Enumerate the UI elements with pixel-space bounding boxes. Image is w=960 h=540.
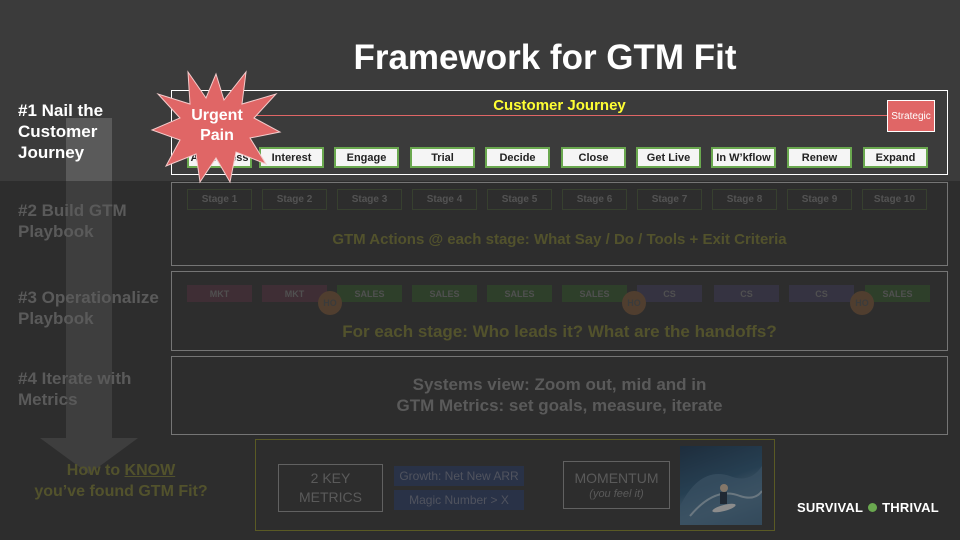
momentum-sublabel: (you feel it) <box>589 488 644 500</box>
role-box: SALES <box>337 285 402 302</box>
gtm-fit-line1: How to KNOW <box>10 460 232 481</box>
gtm-fit-prefix: How to <box>66 462 125 479</box>
role-box: SALES <box>487 285 552 302</box>
each-stage-question: For each stage: Who leads it? What are t… <box>342 322 777 341</box>
surfer-wave-image <box>680 446 762 525</box>
urgent-pain-starburst <box>150 70 282 184</box>
urgent-pain-line1: Urgent <box>191 107 243 124</box>
stage-number: Stage 10 <box>862 189 927 210</box>
journey-stage: Expand <box>863 147 928 168</box>
gtm-fit-question: How to KNOW you’ve found GTM Fit? <box>10 460 232 502</box>
row-label-3-line1: #3 Operationalize <box>18 288 159 307</box>
growth-metric: Growth: Net New ARR <box>394 466 524 486</box>
stage-number: Stage 8 <box>712 189 777 210</box>
urgent-pain-line2: Pain <box>200 127 234 144</box>
journey-stage: Close <box>561 147 626 168</box>
logo-dot-icon <box>868 503 878 512</box>
handoff-marker: HO <box>850 291 874 315</box>
row-label-2: #2 Build GTM Playbook <box>18 200 168 242</box>
role-box: CS <box>637 285 702 302</box>
gtm-fit-box <box>255 439 775 531</box>
row-label-4-line2: Metrics <box>18 390 78 409</box>
momentum-box: MOMENTUM (you feel it) <box>563 461 670 509</box>
handoff-marker: HO <box>318 291 342 315</box>
systems-view-line2: GTM Metrics: set goals, measure, iterate <box>396 396 723 415</box>
journey-stage: In W’kflow <box>711 147 776 168</box>
row-label-1-line2: Customer <box>18 122 98 141</box>
stage-number: Stage 1 <box>187 189 252 210</box>
key-metrics-line1: 2 KEY <box>310 470 351 486</box>
strategic-box: Strategic <box>887 100 935 132</box>
journey-stage: Renew <box>787 147 852 168</box>
stage-number: Stage 4 <box>412 189 477 210</box>
role-box: SALES <box>562 285 627 302</box>
operationalize-box <box>171 271 948 351</box>
row-label-1: #1 Nail the Customer Journey <box>18 100 178 163</box>
role-box: MKT <box>262 285 327 302</box>
progress-arrow-shaft <box>66 118 112 440</box>
role-box: CS <box>789 285 854 302</box>
magic-number-metric: Magic Number > X <box>394 490 524 510</box>
urgent-pain-label: Urgent Pain <box>176 106 258 146</box>
playbook-box <box>171 182 948 266</box>
stage-number: Stage 6 <box>562 189 627 210</box>
progress-arrow-head <box>40 438 138 474</box>
handoff-marker: HO <box>622 291 646 315</box>
logo-left-text: SURVIVAL <box>797 500 864 515</box>
urgent-to-strategic-line <box>255 115 887 116</box>
row-label-1-line3: Journey <box>18 143 85 162</box>
role-box: SALES <box>865 285 930 302</box>
stage-number: Stage 7 <box>637 189 702 210</box>
metrics-box <box>171 356 948 435</box>
row-label-1-line1: #1 Nail the <box>18 101 104 120</box>
row-label-4: #4 Iterate with Metrics <box>18 368 168 410</box>
slide-title: Framework for GTM Fit <box>353 38 737 77</box>
gtm-fit-know: KNOW <box>124 462 176 479</box>
row-label-4-line1: #4 Iterate with <box>18 369 132 388</box>
key-metrics-box: 2 KEY METRICS <box>278 464 383 512</box>
row-label-3: #3 Operationalize Playbook <box>18 287 170 329</box>
customer-journey-title: Customer Journey <box>493 97 626 114</box>
journey-stage: Decide <box>485 147 550 168</box>
systems-view-line1: Systems view: Zoom out, mid and in <box>412 375 707 394</box>
stage-number: Stage 9 <box>787 189 852 210</box>
stage-number: Stage 2 <box>262 189 327 210</box>
role-box: SALES <box>412 285 477 302</box>
momentum-label: MOMENTUM <box>574 470 659 486</box>
survival-thrival-logo: SURVIVAL THRIVAL <box>797 500 939 515</box>
journey-stage: Trial <box>410 147 475 168</box>
journey-stage: Interest <box>259 147 324 168</box>
row-label-3-line2: Playbook <box>18 309 94 328</box>
row-label-2-line2: Playbook <box>18 222 94 241</box>
role-box: MKT <box>187 285 252 302</box>
journey-stage: Get Live <box>636 147 701 168</box>
row-label-2-line1: #2 Build GTM <box>18 201 127 220</box>
journey-stage: Engage <box>334 147 399 168</box>
stage-number: Stage 3 <box>337 189 402 210</box>
systems-view-text: Systems view: Zoom out, mid and in GTM M… <box>171 374 948 416</box>
logo-right-text: THRIVAL <box>882 500 939 515</box>
gtm-actions-text: GTM Actions @ each stage: What Say / Do … <box>332 231 787 248</box>
role-box: CS <box>714 285 779 302</box>
gtm-fit-line2: you’ve found GTM Fit? <box>34 483 208 500</box>
key-metrics-line2: METRICS <box>299 489 362 505</box>
stage-number: Stage 5 <box>487 189 552 210</box>
